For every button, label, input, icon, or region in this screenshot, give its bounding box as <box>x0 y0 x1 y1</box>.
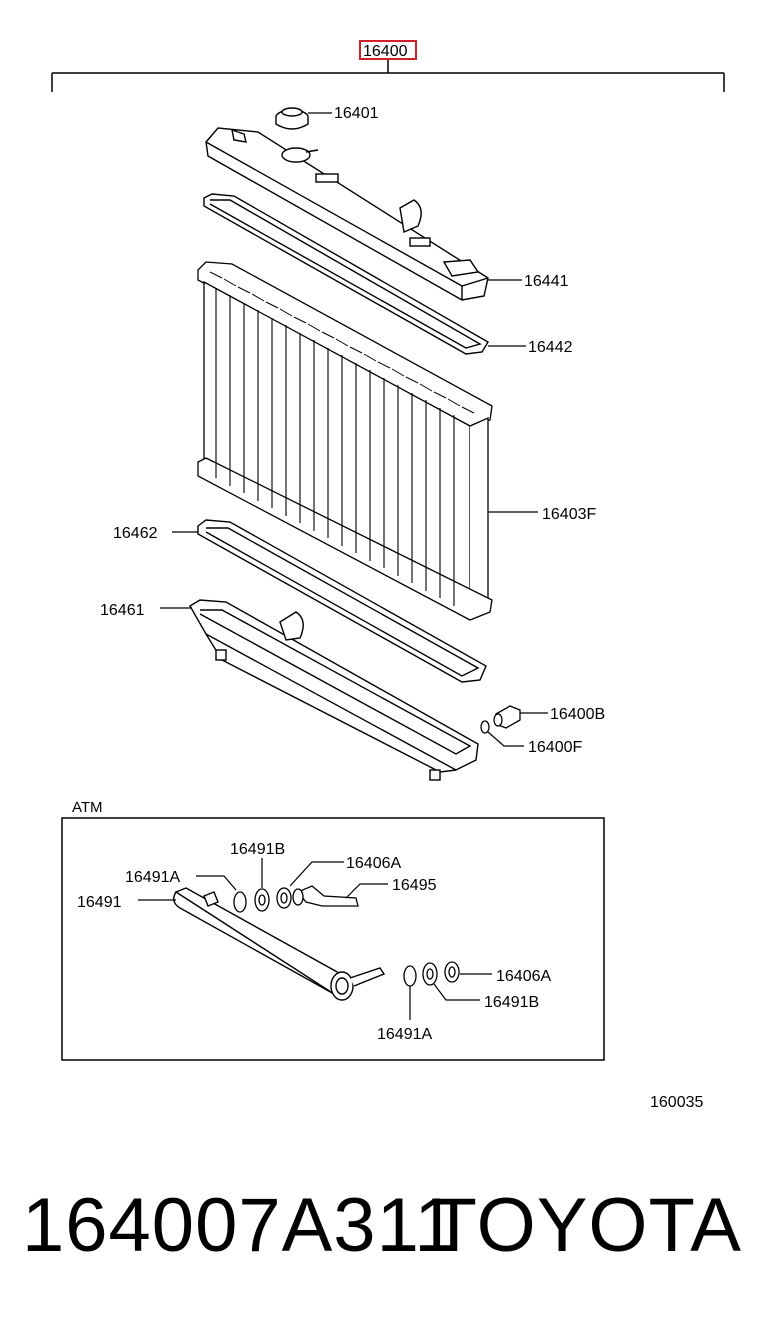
label-upper-gasket: 16442 <box>528 339 573 356</box>
oil-cooler <box>173 887 386 1001</box>
label-oring-a-bottom: 16491A <box>377 1026 432 1043</box>
lower-tank <box>189 599 479 781</box>
exploded-parts-diagram: 16400 16401 16441 16442 <box>51 40 725 1111</box>
label-lower-gasket: 16462 <box>113 525 158 542</box>
label-oring-a-top: 16491A <box>125 869 180 886</box>
radiator-cap <box>275 107 309 130</box>
upper-gasket <box>203 193 489 355</box>
part-number: 164007A311 <box>22 1183 458 1268</box>
assembly-bracket <box>51 59 725 92</box>
gasket-b-bottom <box>422 962 438 986</box>
label-union-top: 16406A <box>346 855 401 872</box>
drain-cock <box>493 705 521 729</box>
label-upper-tank: 16441 <box>524 273 569 290</box>
label-oil-cooler: 16491 <box>77 894 122 911</box>
label-union-bottom: 16406A <box>496 968 551 985</box>
figure-code: 160035 <box>650 1094 703 1111</box>
inset-title: ATM <box>72 799 103 816</box>
gasket-b-top <box>254 888 270 912</box>
atm-inset-frame <box>61 817 605 1061</box>
oring-a-top <box>233 891 247 913</box>
assembly-number-highlight[interactable] <box>359 40 417 60</box>
radiator-core <box>197 261 493 621</box>
label-cap: 16401 <box>334 105 379 122</box>
label-drain-oring: 16400F <box>528 739 582 756</box>
drain-oring <box>480 720 490 734</box>
label-core: 16403F <box>542 506 596 523</box>
label-gasket-b-top: 16491B <box>230 841 285 858</box>
label-pipe: 16495 <box>392 877 437 894</box>
union-top <box>276 887 292 909</box>
pipe <box>292 885 359 907</box>
assembly-number: 16400 <box>363 43 408 60</box>
label-drain-cock: 16400B <box>550 706 605 723</box>
oring-a-bottom <box>403 965 417 987</box>
lower-gasket <box>197 519 487 683</box>
label-gasket-b-bottom: 16491B <box>484 994 539 1011</box>
union-bottom <box>444 961 460 983</box>
upper-tank <box>205 127 489 301</box>
brand-name: TOYOTA <box>430 1183 742 1268</box>
label-lower-tank: 16461 <box>100 602 145 619</box>
